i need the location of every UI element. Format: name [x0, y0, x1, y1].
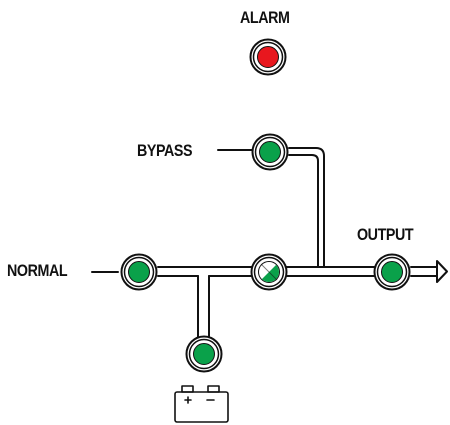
bypass-line-lower — [288, 154, 319, 268]
arrow-right-icon — [436, 260, 448, 283]
bypass-indicator — [251, 133, 289, 171]
alarm-label: ALARM — [240, 8, 290, 27]
output-label: OUTPUT — [357, 225, 414, 244]
battery-indicator — [185, 335, 223, 373]
battery-icon — [174, 385, 229, 423]
normal-label: NORMAL — [7, 261, 68, 280]
bypass-line-upper — [288, 147, 325, 268]
inverter-indicator — [250, 253, 288, 291]
normal-indicator — [120, 253, 158, 291]
bypass-label: BYPASS — [137, 141, 193, 160]
output-indicator — [373, 253, 411, 291]
alarm-indicator — [249, 38, 287, 76]
